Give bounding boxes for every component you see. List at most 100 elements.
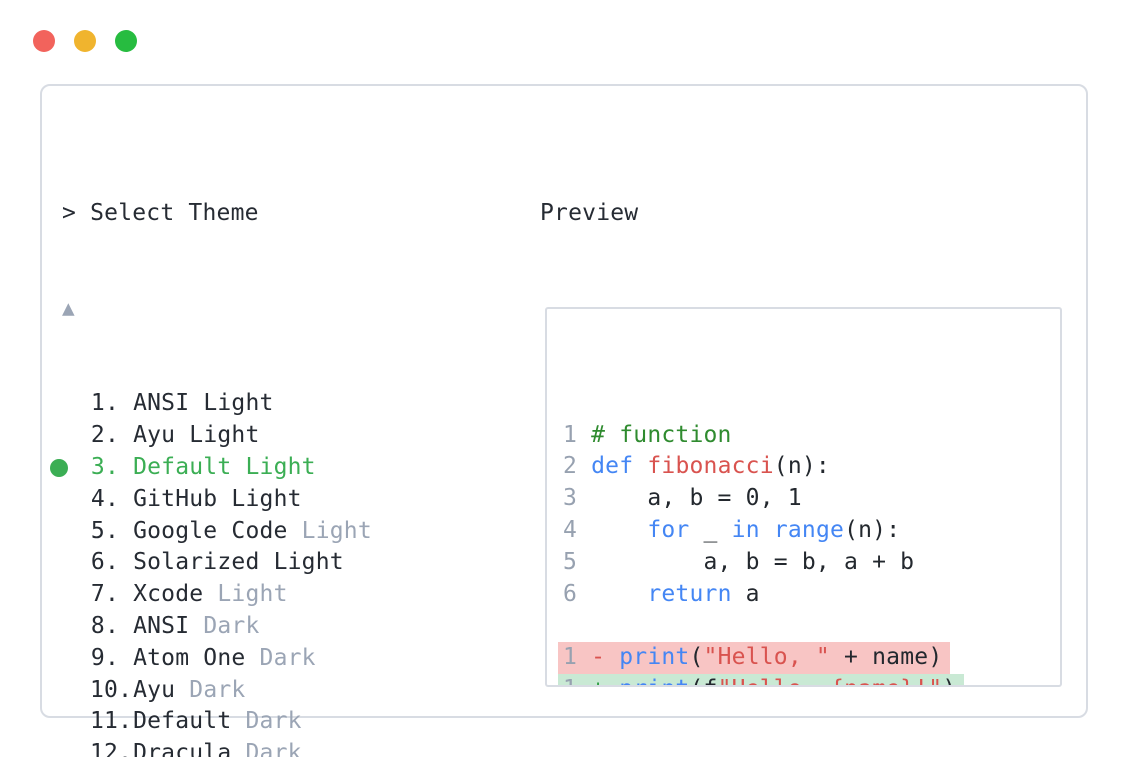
diff-removed-line: 1 - print("Hello, " + name)	[558, 642, 951, 674]
line-number: 1	[563, 644, 578, 671]
code-token: (n):	[773, 453, 830, 480]
theme-variant: Dark	[259, 644, 316, 671]
theme-option-5[interactable]: 5. Google Code Light	[62, 516, 532, 548]
line-number: 4	[563, 516, 578, 543]
code-token: "Hello, "	[703, 644, 830, 671]
theme-variant: Light	[203, 390, 274, 417]
line-number: 5	[563, 548, 578, 575]
theme-variant: Light	[273, 549, 344, 576]
theme-name: GitHub	[133, 485, 218, 512]
theme-variant: Light	[245, 453, 316, 480]
line-number: 3	[563, 485, 578, 512]
scroll-up-icon[interactable]: ▲	[62, 295, 75, 320]
theme-number: 1.	[90, 390, 119, 417]
code-token: (	[689, 644, 704, 671]
line-number: 6	[563, 580, 578, 607]
code-token: +	[591, 676, 619, 685]
prompt-title: > Select Theme	[62, 199, 259, 226]
theme-option-12[interactable]: 12. Dracula Dark	[62, 738, 532, 757]
theme-number: 10.	[90, 676, 133, 703]
theme-option-10[interactable]: 10. Ayu Dark	[62, 675, 532, 707]
window-controls	[33, 30, 137, 52]
theme-option-3[interactable]: 3. Default Light	[50, 452, 532, 484]
theme-name: Default	[133, 453, 232, 480]
code-token: for	[647, 516, 690, 543]
code-token: def	[591, 453, 634, 480]
theme-name: Google Code	[133, 517, 288, 544]
code-line: 2 def fibonacci(n):	[563, 451, 1060, 483]
diff-added-line: 1 + print(f"Hello, {name}!")	[558, 673, 965, 685]
theme-number: 5.	[90, 517, 119, 544]
theme-number: 11.	[90, 708, 133, 735]
theme-variant: Light	[217, 581, 288, 608]
code-token	[760, 517, 774, 543]
theme-variant: Dark	[203, 612, 260, 639]
code-token: print	[619, 676, 689, 685]
code-token: _	[689, 516, 732, 543]
theme-variant: Dark	[245, 740, 302, 757]
code-token: )	[942, 676, 956, 685]
theme-number: 2.	[90, 422, 119, 449]
line-number: 2	[563, 453, 578, 480]
theme-variant: Dark	[245, 708, 302, 735]
theme-name: Default	[133, 708, 232, 735]
selected-indicator-dot	[50, 458, 68, 477]
theme-variant: Dark	[189, 676, 246, 703]
close-button[interactable]	[33, 30, 55, 52]
theme-name: Atom One	[133, 644, 246, 671]
theme-option-8[interactable]: 8. ANSI Dark	[62, 611, 532, 643]
theme-variant: Light	[301, 517, 372, 544]
preview-title: Preview	[540, 199, 639, 226]
theme-option-7[interactable]: 7. Xcode Light	[62, 579, 532, 611]
theme-option-6[interactable]: 6. Solarized Light	[62, 547, 532, 579]
code-blank-line	[563, 610, 1060, 642]
theme-name: Xcode	[133, 581, 204, 608]
theme-name: Solarized	[133, 549, 260, 576]
theme-number: 4.	[90, 485, 119, 512]
line-number: 1	[563, 421, 578, 448]
code-token: range	[773, 516, 845, 543]
theme-name: ANSI	[133, 612, 190, 639]
code-token: (f	[689, 676, 717, 685]
code-token	[633, 453, 647, 479]
theme-variant: Light	[231, 485, 302, 512]
code-line: 1 # function	[563, 420, 1060, 452]
theme-option-4[interactable]: 4. GitHub Light	[62, 484, 532, 516]
code-token: fibonacci	[647, 453, 774, 480]
code-token: in	[731, 516, 760, 543]
code-token: -	[591, 644, 620, 671]
code-line: 5 a, b = b, a + b	[563, 547, 1060, 579]
code-token: a, b = 0, 1	[591, 485, 802, 512]
theme-name: Ayu	[133, 422, 176, 449]
minimize-button[interactable]	[74, 30, 96, 52]
code-token: return	[647, 580, 732, 607]
theme-number: 7.	[90, 581, 119, 608]
code-token: print	[619, 644, 690, 671]
code-token: + name)	[829, 644, 943, 671]
code-token: (n):	[844, 516, 901, 543]
theme-option-9[interactable]: 9. Atom One Dark	[62, 643, 532, 675]
line-number: 1	[563, 676, 577, 685]
theme-option-1[interactable]: 1. ANSI Light	[62, 388, 532, 420]
code-token	[591, 581, 647, 607]
theme-name: Ayu	[133, 676, 176, 703]
theme-option-11[interactable]: 11. Default Dark	[62, 706, 532, 738]
maximize-button[interactable]	[115, 30, 137, 52]
code-token: "Hello, {name}!"	[718, 676, 943, 685]
code-token: a, b = b, a + b	[591, 548, 915, 575]
theme-number: 8.	[90, 612, 119, 639]
theme-number: 12.	[90, 740, 133, 757]
theme-number: 9.	[90, 644, 119, 671]
theme-name: ANSI	[133, 390, 190, 417]
code-line: 3 a, b = 0, 1	[563, 483, 1060, 515]
theme-number: 6.	[90, 549, 119, 576]
code-token: # function	[591, 421, 732, 448]
theme-option-2[interactable]: 2. Ayu Light	[62, 420, 532, 452]
theme-name: Dracula	[133, 740, 232, 757]
